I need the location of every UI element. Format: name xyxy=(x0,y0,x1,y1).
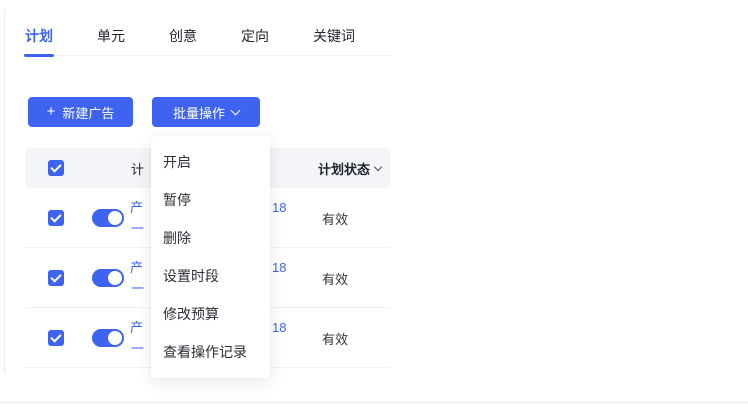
batch-operations-label: 批量操作 xyxy=(172,105,225,121)
tab-keywords-label: 关键词 xyxy=(313,27,355,44)
check-icon xyxy=(50,331,62,343)
plan-name-link[interactable]: 产 18 一 xyxy=(130,257,295,299)
plan-name-prefix: 产 xyxy=(130,260,144,275)
tab-keywords[interactable]: 关键词 xyxy=(313,16,355,55)
check-icon xyxy=(50,211,62,223)
plan-name-line2: 一 xyxy=(131,341,145,356)
menu-item-enable[interactable]: 开启 xyxy=(163,154,191,170)
tab-plan-label: 计划 xyxy=(25,27,53,44)
toggle-knob xyxy=(108,211,122,225)
tab-unit[interactable]: 单元 xyxy=(97,16,125,55)
plan-name-suffix: 18 xyxy=(272,260,287,275)
menu-item-view-operation-log[interactable]: 查看操作记录 xyxy=(163,344,247,360)
plan-enable-toggle[interactable] xyxy=(92,329,124,347)
menu-item-set-schedule[interactable]: 设置时段 xyxy=(163,268,219,284)
new-ad-button-label: 新建广告 xyxy=(62,105,115,121)
select-all-checkbox[interactable] xyxy=(48,160,64,176)
chevron-down-icon xyxy=(230,105,241,116)
tab-creative[interactable]: 创意 xyxy=(169,16,197,55)
plus-icon: + xyxy=(46,103,56,120)
plan-name-link[interactable]: 产 18 一 xyxy=(130,197,295,239)
toggle-knob xyxy=(108,331,122,345)
plan-name-prefix: 产 xyxy=(130,320,144,335)
plan-status-value: 有效 xyxy=(322,211,349,227)
plan-name-prefix: 产 xyxy=(130,200,144,215)
batch-operations-button[interactable]: 批量操作 xyxy=(152,97,260,127)
plan-name-line2: 一 xyxy=(131,221,145,236)
plan-name-link[interactable]: 产 18 一 xyxy=(130,317,295,359)
panel-left-border xyxy=(4,10,5,373)
plan-name-line2: 一 xyxy=(131,281,145,296)
plan-status-column-header[interactable]: 计划状态 xyxy=(318,148,383,188)
batch-operations-dropdown-menu: 开启 暂停 删除 设置时段 修改预算 查看操作记录 xyxy=(151,136,270,378)
plan-name-column-label: 计 xyxy=(131,161,145,177)
menu-item-delete[interactable]: 删除 xyxy=(163,230,191,246)
tab-targeting[interactable]: 定向 xyxy=(241,16,269,55)
toggle-knob xyxy=(108,271,122,285)
plan-enable-toggle[interactable] xyxy=(92,269,124,287)
tab-unit-label: 单元 xyxy=(97,27,125,44)
tab-bar: 计划 单元 创意 定向 关键词 xyxy=(24,16,390,57)
row-checkbox[interactable] xyxy=(48,270,64,286)
new-ad-button[interactable]: + 新建广告 xyxy=(28,97,133,127)
footer-divider xyxy=(0,402,748,403)
menu-item-pause[interactable]: 暂停 xyxy=(163,192,191,208)
tab-plan[interactable]: 计划 xyxy=(24,16,54,57)
tab-creative-label: 创意 xyxy=(169,27,197,44)
plan-name-suffix: 18 xyxy=(272,320,287,335)
row-checkbox[interactable] xyxy=(48,330,64,346)
plan-enable-toggle[interactable] xyxy=(92,209,124,227)
row-checkbox[interactable] xyxy=(48,210,64,226)
plan-status-value: 有效 xyxy=(322,331,349,347)
plan-name-suffix: 18 xyxy=(272,200,287,215)
plan-name-column-header: 计 xyxy=(131,148,144,188)
chevron-down-icon xyxy=(373,162,383,172)
check-icon xyxy=(50,161,62,173)
plan-status-column-label: 计划状态 xyxy=(318,161,371,177)
plan-status-value: 有效 xyxy=(322,271,349,287)
table-row: 产 18 一 有效 xyxy=(25,188,390,248)
menu-item-modify-budget[interactable]: 修改预算 xyxy=(163,306,219,322)
tab-targeting-label: 定向 xyxy=(241,27,269,44)
check-icon xyxy=(50,271,62,283)
